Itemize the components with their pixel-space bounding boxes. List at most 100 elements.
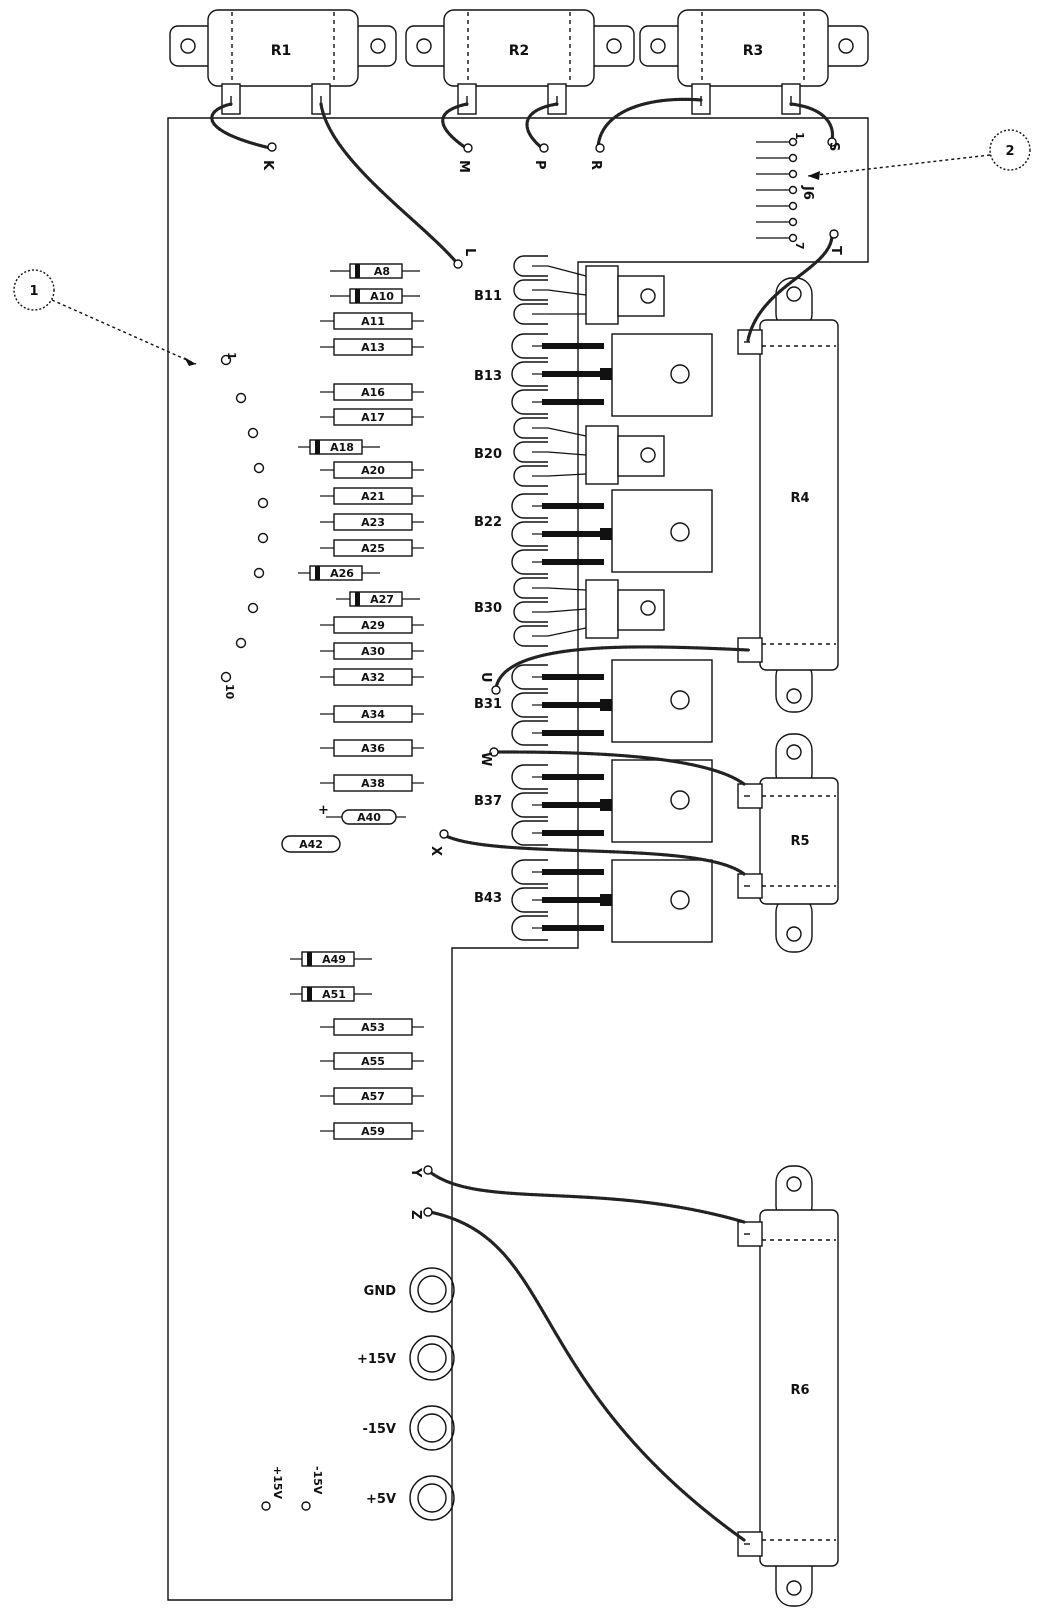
- a40-label: A40: [357, 811, 381, 824]
- resistor-a23: A23: [320, 513, 424, 531]
- terminal-plus5v: +5V: [366, 1475, 455, 1521]
- a23-label: A23: [361, 516, 385, 529]
- a25-label: A25: [361, 542, 385, 555]
- terminal-minus15v: -15V: [362, 1405, 455, 1451]
- label-k: K: [260, 160, 275, 171]
- a55-label: A55: [361, 1055, 385, 1068]
- callout-1: 1: [13, 269, 197, 366]
- label-r: R: [588, 160, 603, 170]
- resistor-a59: A59: [320, 1122, 424, 1140]
- a17-label: A17: [361, 411, 385, 424]
- resistor-r6: R6: [737, 1165, 839, 1607]
- label-x: X: [428, 846, 443, 856]
- b11-label: B11: [474, 289, 502, 304]
- a29-label: A29: [361, 619, 385, 632]
- a42-label: A42: [299, 838, 323, 851]
- resistor-r3: R3: [639, 9, 869, 115]
- a59-label: A59: [361, 1125, 385, 1138]
- resistor-a29: A29: [320, 616, 424, 634]
- a51-label: A51: [322, 988, 346, 1001]
- resistor-a16: A16: [320, 383, 424, 401]
- resistor-a57: A57: [320, 1087, 424, 1105]
- r4-label: R4: [790, 491, 809, 506]
- r5-label: R5: [790, 834, 809, 849]
- resistor-a30: A30: [320, 642, 424, 660]
- resistor-a32: A32: [320, 668, 424, 686]
- transistor-b43: B43: [474, 859, 713, 943]
- a8-label: A8: [374, 265, 390, 278]
- a21-label: A21: [361, 490, 385, 503]
- resistor-a55: A55: [320, 1052, 424, 1070]
- a40-polarity: +: [318, 803, 329, 818]
- resistor-a20: A20: [320, 461, 424, 479]
- tp-plus15v-label: +15V: [271, 1466, 284, 1500]
- label-m: M: [456, 160, 471, 173]
- a11-label: A11: [361, 315, 385, 328]
- a27-label: A27: [370, 593, 394, 606]
- crystal-a42: A42: [281, 835, 341, 853]
- a34-label: A34: [361, 708, 385, 721]
- minus15v-label: -15V: [362, 1422, 396, 1437]
- a20-label: A20: [361, 464, 385, 477]
- a38-label: A38: [361, 777, 385, 790]
- plus5v-label: +5V: [366, 1492, 396, 1507]
- a13-label: A13: [361, 341, 385, 354]
- resistor-r1: R1: [169, 9, 397, 115]
- a57-label: A57: [361, 1090, 385, 1103]
- b13-label: B13: [474, 369, 502, 384]
- r6-label: R6: [790, 1383, 809, 1398]
- b20-label: B20: [474, 447, 502, 462]
- power-test-point-minus15v: -15V: [301, 1466, 324, 1511]
- transistor-b30: B30: [474, 579, 665, 639]
- terminal-plus15v: +15V: [357, 1335, 455, 1381]
- a18-label: A18: [330, 441, 354, 454]
- r3-label: R3: [743, 43, 764, 59]
- connector-j6: 1 7 J6: [756, 132, 815, 250]
- j6-pin-7: 7: [793, 242, 806, 250]
- side-wires: [423, 229, 839, 1542]
- test-point-1-label: 1: [225, 352, 238, 360]
- a53-label: A53: [361, 1021, 385, 1034]
- label-y: Y: [408, 1167, 423, 1178]
- diode-a49: A49: [290, 951, 372, 967]
- b37-label: B37: [474, 794, 502, 809]
- diode-a27: A27: [336, 591, 420, 607]
- test-point-10-label: 10: [223, 684, 236, 700]
- label-s: S: [826, 142, 841, 151]
- power-test-point-plus15v: +15V: [261, 1466, 284, 1511]
- a49-label: A49: [322, 953, 346, 966]
- b30-label: B30: [474, 601, 502, 616]
- label-w: W: [478, 752, 493, 766]
- plus15v-label: +15V: [357, 1352, 396, 1367]
- transistor-b22: B22: [474, 489, 713, 573]
- resistor-a53: A53: [320, 1018, 424, 1036]
- a32-label: A32: [361, 671, 385, 684]
- callout-2: 2: [807, 129, 1031, 180]
- resistor-a17: A17: [320, 408, 424, 426]
- test-point-column: 1 10: [220, 352, 269, 700]
- callout-2-text: 2: [1005, 144, 1014, 159]
- resistor-a13: A13: [320, 338, 424, 356]
- resistor-r4: R4: [737, 277, 839, 713]
- terminal-gnd: GND: [364, 1267, 455, 1313]
- diode-a51: A51: [290, 986, 372, 1002]
- a10-label: A10: [370, 290, 394, 303]
- a16-label: A16: [361, 386, 385, 399]
- label-l: L: [462, 248, 477, 256]
- capacitor-a40: + A40: [318, 803, 406, 825]
- callout-1-text: 1: [29, 284, 38, 299]
- diode-a10: A10: [330, 288, 420, 304]
- resistor-a38: A38: [320, 774, 424, 792]
- resistor-a34: A34: [320, 705, 424, 723]
- tp-minus15v-label: -15V: [311, 1466, 324, 1495]
- transistor-b37: B37: [474, 759, 713, 843]
- label-u: U: [478, 672, 493, 683]
- b22-label: B22: [474, 515, 502, 530]
- transistor-b31: B31: [474, 659, 713, 743]
- a26-label: A26: [330, 567, 354, 580]
- transistor-b11: B11: [474, 265, 665, 325]
- resistor-r2: R2: [405, 9, 635, 115]
- connector-fingers: [511, 255, 548, 941]
- diode-a18: A18: [298, 439, 380, 455]
